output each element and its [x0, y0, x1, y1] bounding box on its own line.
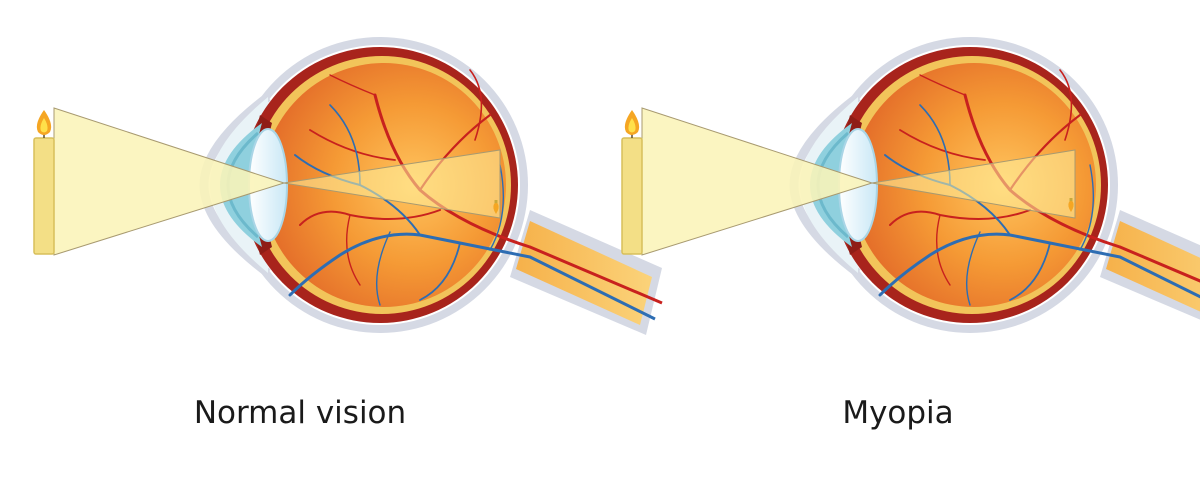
panel-myopia [621, 37, 1200, 335]
retina-image-normal [493, 200, 499, 214]
light-rays-out-myopia [871, 149, 1076, 219]
candle-myopia [621, 109, 643, 255]
retina-image-myopia [1068, 198, 1074, 212]
panel-normal-vision [33, 37, 662, 335]
candle-normal [33, 109, 55, 255]
light-rays-out-normal [283, 149, 501, 219]
caption-normal-vision: Normal vision [193, 395, 407, 431]
caption-myopia: Myopia [842, 395, 954, 431]
